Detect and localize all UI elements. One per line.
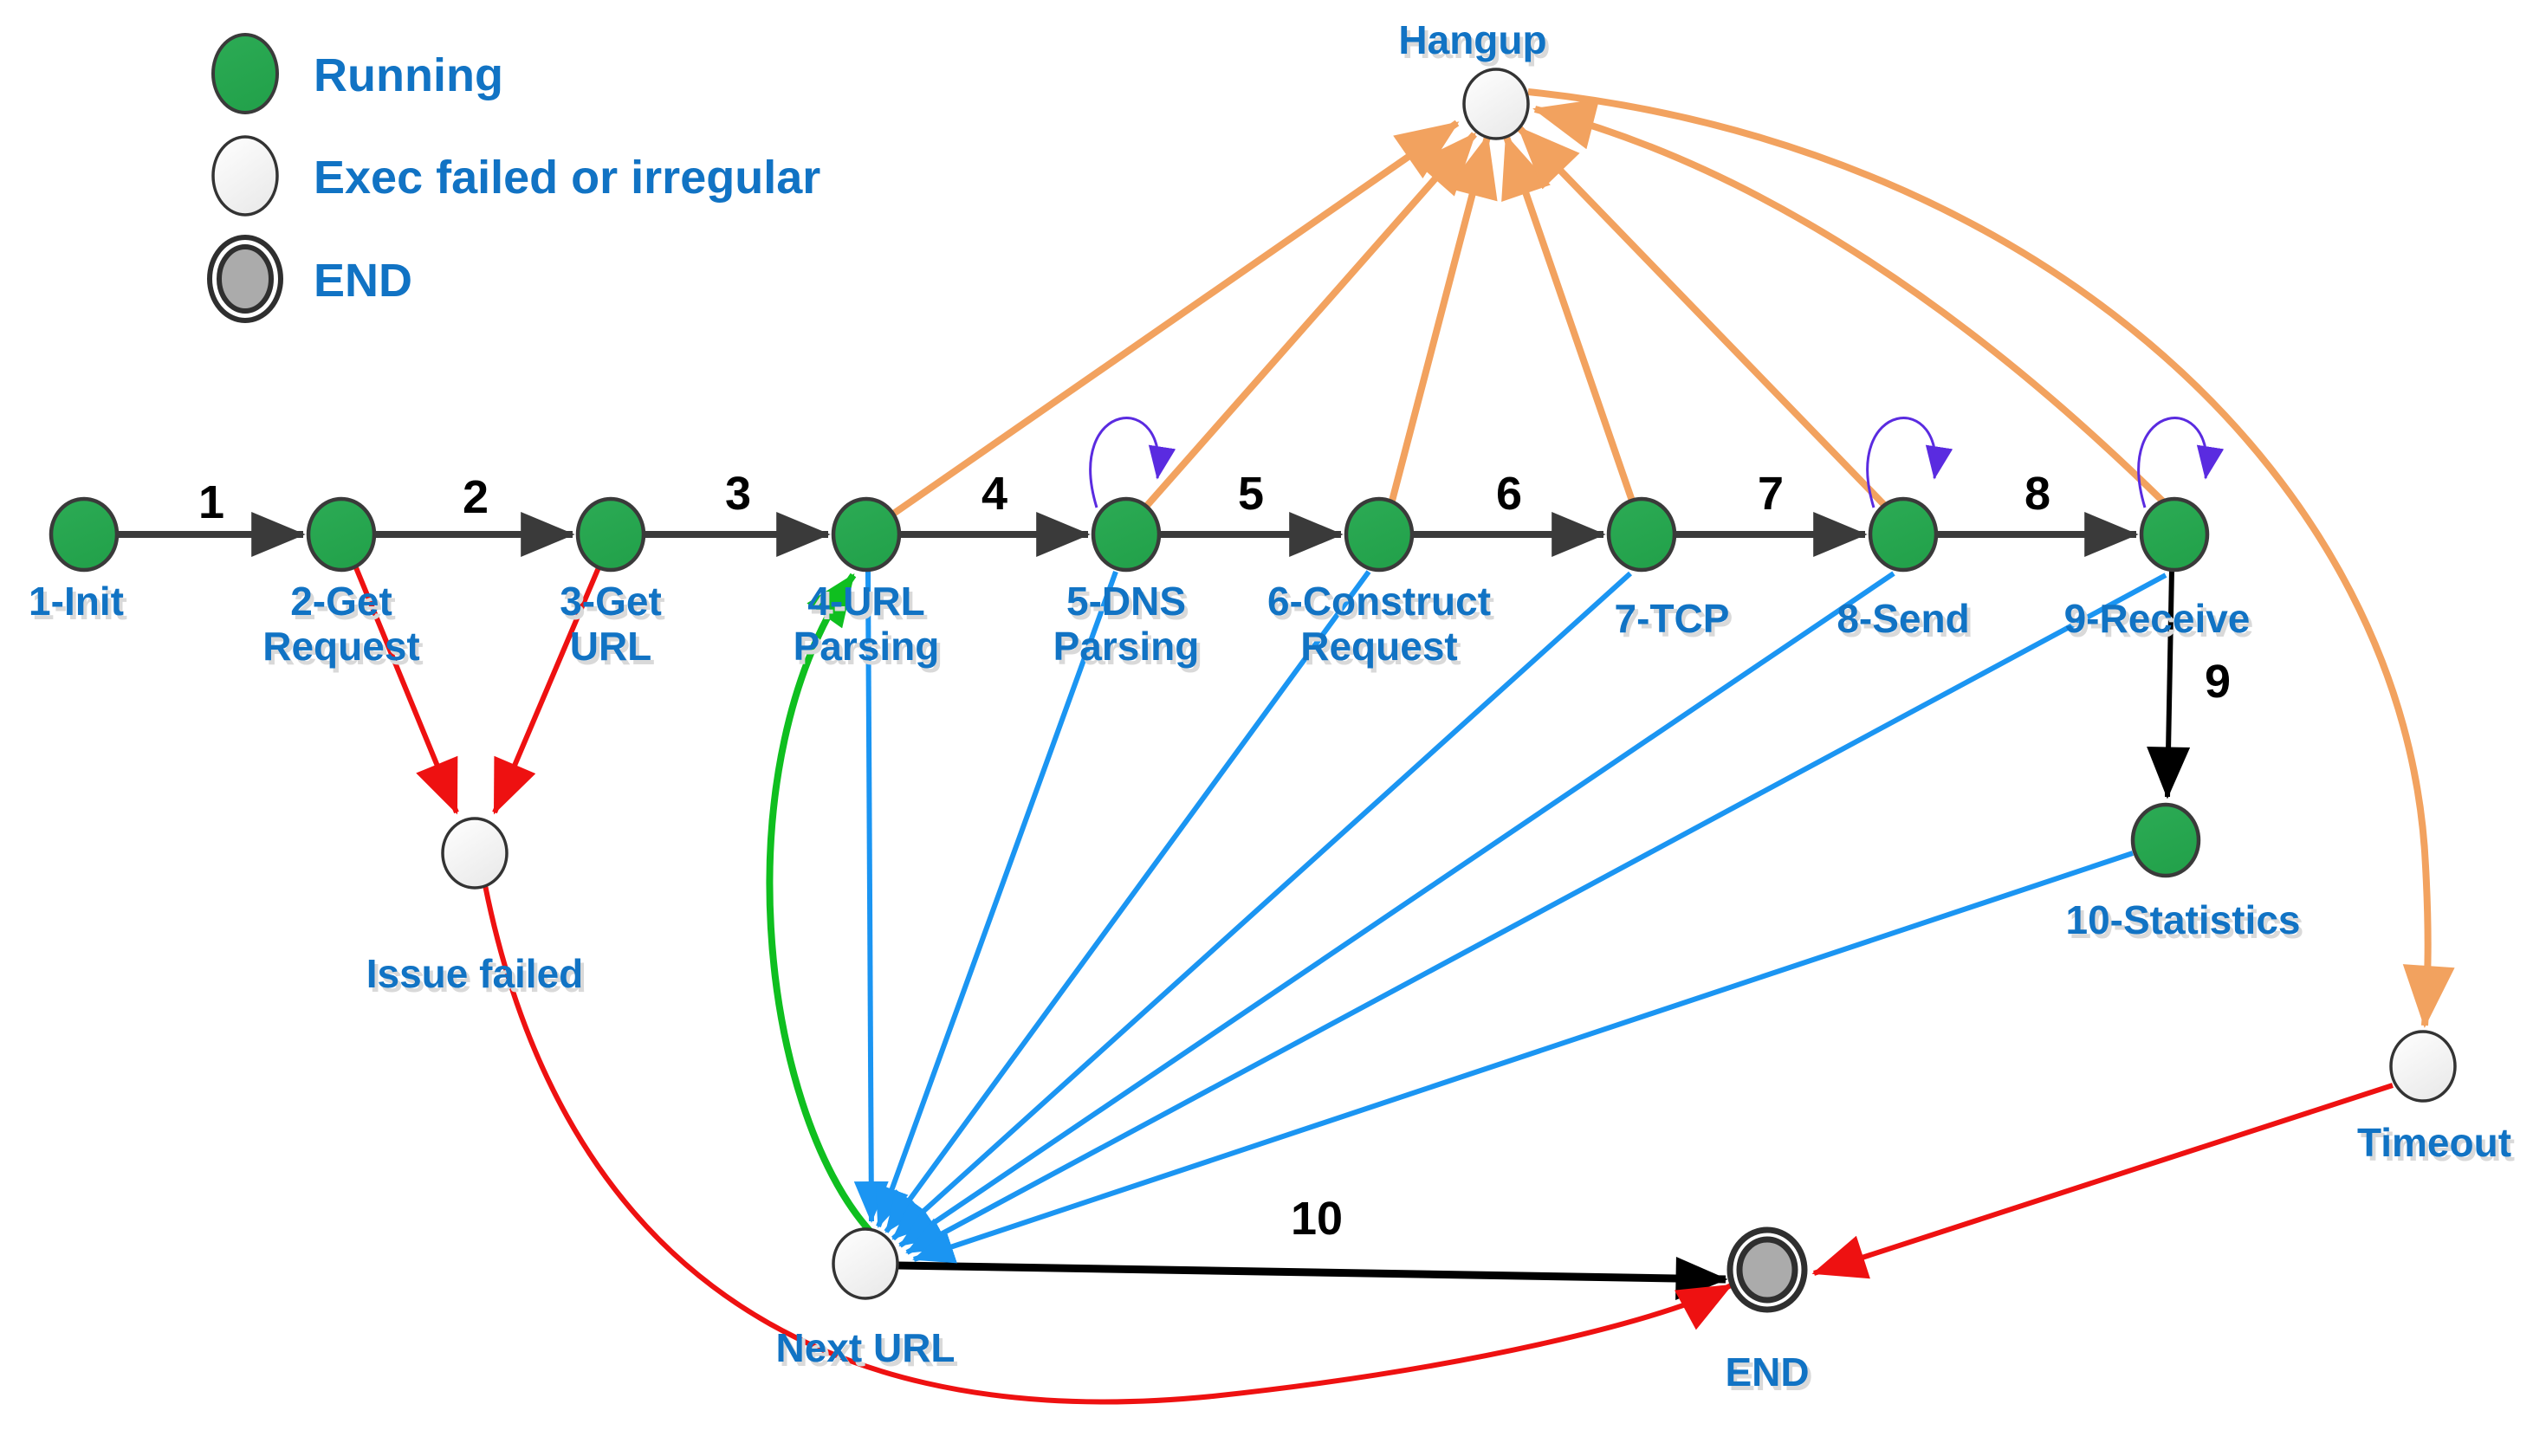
edge-layer: [116, 88, 2455, 1405]
running-state-shape: [575, 496, 646, 573]
edge-url_parsing-to-hangup: [890, 120, 1460, 518]
running-state-shape: [2130, 802, 2201, 878]
edge-hangup-to-timeout: [1527, 88, 2455, 1028]
node-label-end: END: [1725, 1349, 1809, 1395]
legend-end-swatch-inner: [217, 244, 274, 314]
legend-label-failed: Exec failed or irregular: [314, 152, 820, 204]
edge-label-e2: 2: [463, 471, 489, 523]
end-state-inner-ring: [1736, 1236, 1798, 1304]
edge-receive-to-hangup: [1532, 99, 2167, 505]
edge-construct-to-hangup: [1388, 134, 1498, 506]
edge-label-e5: 5: [1238, 468, 1264, 520]
legend-item-running: Running: [211, 33, 503, 114]
failed-state-shape: [832, 1227, 899, 1300]
failed-state-shape: [1462, 68, 1530, 140]
edge-dns_parsing-to-dns_parsing: [1089, 417, 1176, 508]
edge-label-e9: 9: [2205, 656, 2231, 708]
node-statistics: 10-Statistics: [2065, 802, 2301, 942]
edge-label-e8: 8: [2024, 468, 2050, 520]
edge-tcp-to-hangup: [1501, 134, 1637, 508]
edge-send-to-hangup: [1517, 126, 1891, 512]
failed-state-shape: [2389, 1030, 2457, 1103]
legend-item-failed: Exec failed or irregular: [211, 135, 820, 217]
edge-receive-to-receive: [2137, 417, 2225, 508]
edge-label-e10: 10: [1291, 1193, 1343, 1245]
edge-issue_failed-to-end: [483, 884, 1733, 1405]
node-receive: 9-Receive: [2064, 496, 2251, 641]
node-label-issue_failed: Issue failed: [366, 951, 584, 996]
edge-timeout-to-end: [1811, 1083, 2394, 1279]
edge-label-e3: 3: [725, 468, 751, 520]
edge-get_request-to-issue_failed: [353, 564, 459, 815]
running-state-shape: [49, 496, 120, 573]
legend-label-running: Running: [314, 49, 503, 101]
edge-statistics-to-next_url: [912, 851, 2134, 1264]
legend-label-end: END: [314, 255, 412, 307]
running-state-shape: [1344, 496, 1415, 573]
node-issue_failed: Issue failed: [366, 817, 584, 996]
node-label-timeout: Timeout: [2357, 1120, 2511, 1165]
node-send: 8-Send: [1837, 496, 1970, 641]
edge-construct-to-next_url: [884, 570, 1371, 1233]
edge-send-to-send: [1866, 417, 1953, 508]
legend-running-swatch: [211, 33, 279, 114]
node-label-statistics: 10-Statistics: [2065, 897, 2300, 942]
running-state-shape: [1091, 496, 1162, 573]
edge-next_url-to-end: [897, 1257, 1728, 1301]
running-state-shape: [831, 496, 902, 573]
node-init: 1-Init: [29, 496, 124, 624]
edge-next_url-to-url_parsing: [766, 573, 872, 1233]
node-tcp: 7-TCP: [1606, 496, 1730, 641]
legend-failed-swatch: [211, 135, 279, 217]
node-hangup: Hangup: [1398, 17, 1547, 140]
node-next_url: Next URL: [775, 1227, 956, 1370]
edge-dns_parsing-to-hangup: [1142, 132, 1478, 510]
legend-item-end: END: [207, 235, 412, 323]
node-end: END: [1725, 1226, 1810, 1395]
node-label-hangup: Hangup: [1398, 17, 1546, 62]
node-label-init: 1-Init: [29, 579, 124, 624]
edge-url_parsing-to-next_url: [853, 571, 889, 1223]
edge-label-e4: 4: [981, 468, 1007, 520]
edge-send-to-next_url: [898, 571, 1895, 1248]
edge-get_url-to-issue_failed: [492, 564, 602, 815]
edge-label-layer: 1 2 3 4 5 6 7 8 9 10: [198, 468, 2231, 1245]
running-state-shape: [306, 496, 377, 573]
edge-receive-to-statistics: [2147, 569, 2191, 799]
edge-dns_parsing-to-next_url: [875, 570, 1118, 1228]
running-state-shape: [1606, 496, 1677, 573]
node-timeout: Timeout: [2357, 1030, 2511, 1165]
node-label-send: 8-Send: [1837, 596, 1969, 641]
failed-state-shape: [441, 817, 509, 890]
node-label-receive: 9-Receive: [2064, 596, 2251, 641]
edge-receive-to-next_url: [905, 573, 2167, 1255]
edge-label-e1: 1: [198, 476, 224, 528]
node-label-next_url: Next URL: [775, 1325, 955, 1370]
running-state-shape: [2139, 496, 2210, 573]
edge-tcp-to-next_url: [891, 571, 1633, 1241]
running-state-shape: [1868, 496, 1939, 573]
edge-label-e7: 7: [1758, 468, 1784, 520]
edge-label-e6: 6: [1496, 468, 1522, 520]
node-label-tcp: 7-TCP: [1615, 596, 1730, 641]
